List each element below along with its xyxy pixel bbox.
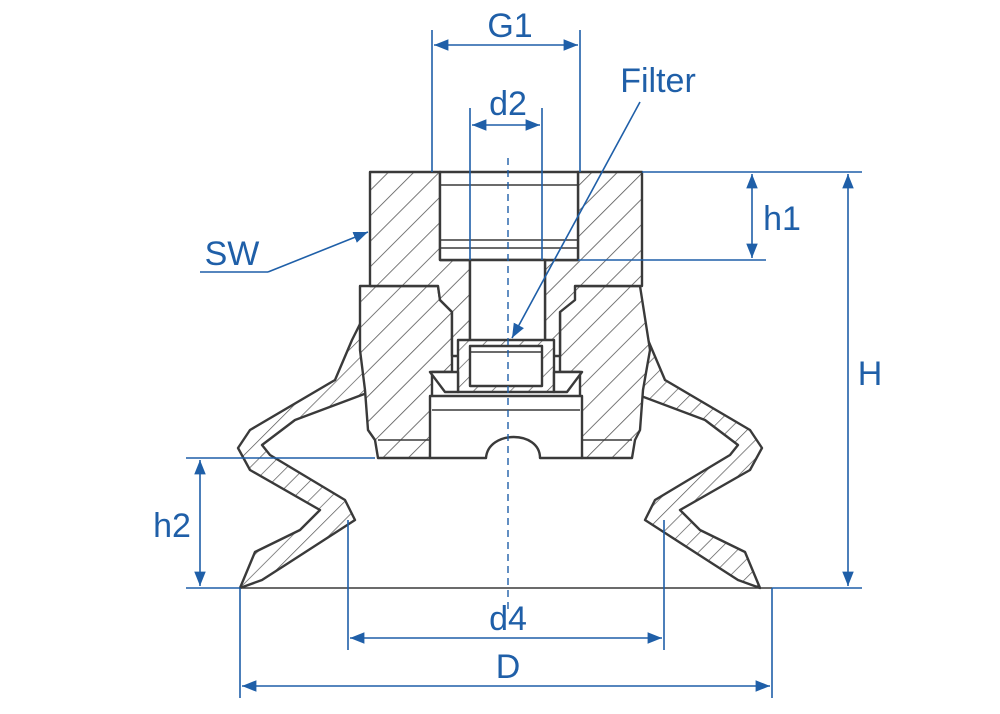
label-filter: Filter — [620, 62, 696, 100]
filter-element — [428, 338, 584, 394]
dimension-h1: h1 — [578, 171, 862, 261]
dimension-d4: d4 — [347, 520, 665, 650]
label-h: H — [858, 355, 883, 393]
dimension-d2: d2 — [469, 85, 543, 260]
label-g1: G1 — [487, 7, 532, 45]
callout-filter: Filter — [511, 62, 696, 339]
dimension-h2: h2 — [153, 457, 375, 589]
dimension-h: H — [772, 174, 883, 589]
label-sw: SW — [205, 235, 260, 273]
callout-sw: SW — [200, 231, 369, 273]
label-d4: d4 — [489, 600, 527, 638]
label-h2: h2 — [153, 507, 191, 545]
dimension-g1: G1 — [431, 7, 581, 172]
label-d2: d2 — [489, 85, 527, 123]
label-d: D — [496, 648, 521, 686]
dimension-d: D — [239, 588, 773, 698]
cup-body — [358, 284, 652, 460]
bellows-left — [236, 298, 377, 590]
label-h1: h1 — [763, 200, 801, 238]
